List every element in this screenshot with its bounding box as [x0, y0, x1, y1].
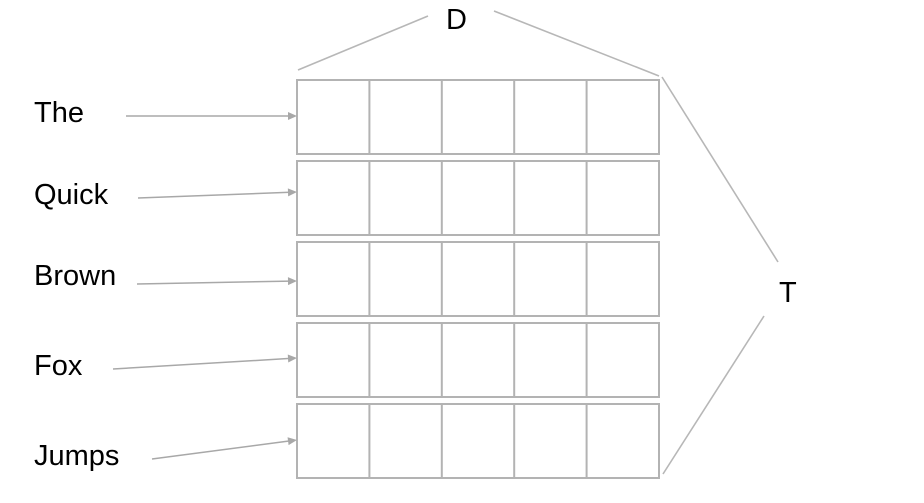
arrow-head-icon — [287, 277, 297, 286]
embedding-row-outline — [296, 403, 660, 479]
embedding-row — [296, 79, 660, 155]
dimension-t-brace: T — [661, 76, 797, 475]
embedding-rows — [296, 79, 660, 479]
embedding-row — [296, 241, 660, 317]
token-arrow — [136, 280, 291, 285]
arrow-head-icon — [288, 112, 297, 120]
token-label: The — [34, 97, 84, 129]
arrow-head-icon — [287, 354, 297, 363]
embedding-row — [296, 160, 660, 236]
dimension-t-label: T — [779, 277, 797, 309]
arrow-head-icon — [287, 437, 297, 446]
token-label: Fox — [34, 350, 83, 382]
embedding-row — [296, 403, 660, 479]
t-brace-upper-line — [661, 76, 779, 263]
arrow-head-icon — [287, 188, 297, 197]
token-label: Brown — [34, 260, 116, 292]
token-label: Jumps — [34, 440, 119, 472]
token-arrow — [151, 440, 291, 460]
token-label: Quick — [34, 179, 109, 211]
embedding-row-outline — [296, 241, 660, 317]
t-brace-lower-line — [662, 315, 765, 475]
embedding-row — [296, 322, 660, 398]
embedding-row-outline — [296, 322, 660, 398]
dimension-d-brace: D — [297, 4, 660, 77]
token-arrow — [112, 357, 291, 370]
embedding-row-outline — [296, 160, 660, 236]
token-arrow — [137, 191, 291, 199]
d-brace-left-line — [297, 15, 429, 71]
embedding-row-outline — [296, 79, 660, 155]
d-brace-right-line — [493, 10, 660, 77]
dimension-d-label: D — [446, 4, 467, 36]
